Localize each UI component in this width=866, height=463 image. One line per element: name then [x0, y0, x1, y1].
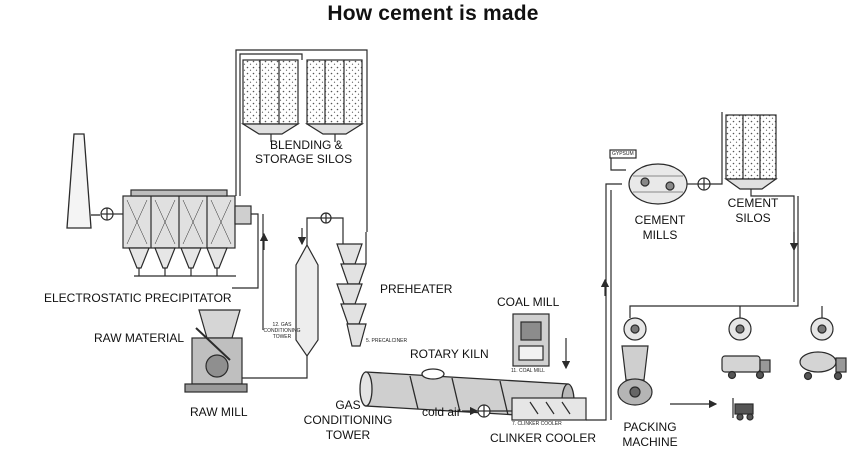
label-clinker-cooler: CLINKER COOLER	[490, 431, 597, 445]
tag-gas-tower-line3: TOWER	[272, 334, 292, 340]
gas-conditioning-tower	[295, 217, 322, 358]
gas-pipe-precipitator	[232, 213, 269, 330]
tag-precalciner: 5. PRECALCINER	[366, 338, 408, 344]
label-rotary-kiln: ROTARY KILN	[410, 347, 489, 361]
packing-machine	[617, 345, 653, 406]
cement-truck-icon	[721, 355, 771, 380]
mill-fan-icon	[697, 177, 711, 191]
label-raw-material: RAW MATERIAL	[94, 331, 185, 345]
mixer-truck-icon	[799, 351, 847, 381]
label-cement-silos-line1: CEMENT	[727, 196, 779, 210]
label-electrostatic-precipitator: ELECTROSTATIC PRECIPITATOR	[44, 291, 232, 305]
tag-coal-mill: 11. COAL MILL	[511, 368, 545, 374]
clinker-cooler	[511, 397, 587, 421]
label-packing-line2: MACHINE	[622, 435, 678, 449]
label-packing-line1: PACKING	[623, 420, 677, 434]
raw-mill	[184, 309, 248, 393]
pipe-fan-icon	[320, 212, 332, 224]
tag-clinker-cooler: 7. CLINKER COOLER	[512, 421, 562, 427]
label-cement-mills-line2: MILLS	[642, 228, 678, 242]
silo-feed-pipes	[235, 49, 368, 232]
label-blending-line1: BLENDING &	[270, 138, 343, 152]
packing-hoppers	[623, 317, 834, 341]
page-title: How cement is made	[327, 2, 539, 25]
label-cement-silos-line2: SILOS	[735, 211, 771, 225]
label-cold-air: cold air	[422, 405, 461, 419]
silo-discharge-pipe	[629, 189, 823, 318]
exhaust-fan-icon	[100, 207, 114, 221]
forklift-icon	[732, 398, 754, 421]
label-preheater: PREHEATER	[380, 282, 453, 296]
tag-gypsum: GYPSUM	[612, 151, 634, 157]
coal-mill	[512, 313, 571, 370]
chimney-stack	[66, 133, 100, 229]
label-cement-mills-line1: CEMENT	[634, 213, 686, 227]
blending-silos	[240, 59, 365, 135]
label-blending-line2: STORAGE SILOS	[255, 152, 353, 166]
label-raw-mill: RAW MILL	[190, 405, 248, 419]
cement-silos	[724, 114, 778, 190]
label-coal-mill: COAL MILL	[497, 295, 560, 309]
tag-gas-tower-line2: CONDITIONING	[263, 328, 301, 334]
preheater-cyclones	[336, 232, 367, 347]
cement-mill	[609, 149, 688, 205]
clinker-conveyor	[586, 158, 626, 421]
tag-gas-tower-line1: 12. GAS	[272, 322, 292, 328]
label-gas-line2: CONDITIONING	[303, 413, 393, 427]
label-gas-line1: GAS	[335, 398, 361, 412]
cold-air-fan-icon	[477, 404, 491, 418]
kiln-gas-pipe	[240, 217, 344, 379]
electrostatic-precipitator	[122, 189, 252, 277]
label-gas-line3: TOWER	[325, 428, 371, 442]
